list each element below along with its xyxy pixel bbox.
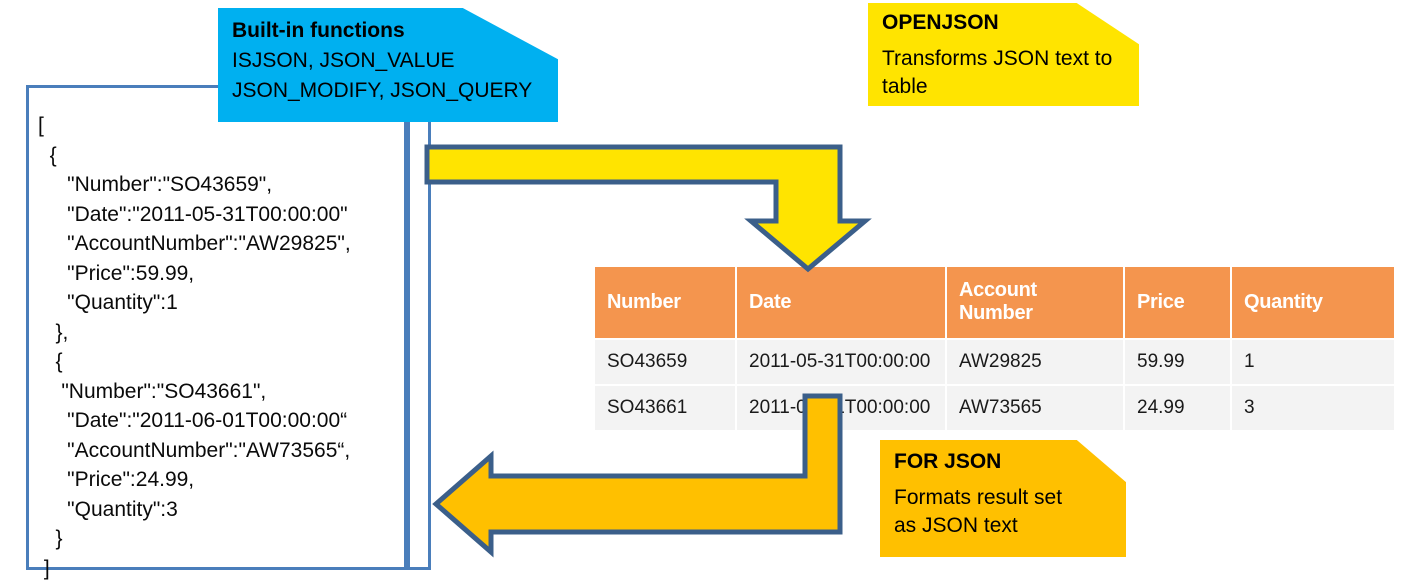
callout-openjson: OPENJSON Transforms JSON text to table	[868, 3, 1139, 106]
cell-date: 2011-05-31T00:00:00	[737, 340, 945, 384]
cell-number: SO43659	[595, 340, 735, 384]
callout-built-in-functions-body: ISJSON, JSON_VALUE JSON_MODIFY, JSON_QUE…	[232, 49, 533, 102]
column-header-price[interactable]: Price	[1125, 267, 1230, 338]
for-json-elbow-arrow-icon	[432, 393, 843, 558]
cell-number: SO43661	[595, 386, 735, 430]
cell-price: 24.99	[1125, 386, 1230, 430]
cell-account-number: AW73565	[947, 386, 1123, 430]
callout-for-json-body: Formats result set as JSON text	[894, 486, 1063, 537]
cell-quantity: 3	[1232, 386, 1394, 430]
callout-openjson-title: OPENJSON	[882, 11, 999, 34]
column-header-date[interactable]: Date	[737, 267, 945, 338]
result-table: Number Date Account Number Price Quantit…	[593, 265, 1396, 432]
table-row: SO43661 2011-06-01T00:00:00 AW73565 24.9…	[595, 386, 1394, 430]
column-header-number[interactable]: Number	[595, 267, 735, 338]
column-header-account-number[interactable]: Account Number	[947, 267, 1123, 338]
callout-for-json-title: FOR JSON	[894, 450, 1002, 473]
column-header-quantity[interactable]: Quantity	[1232, 267, 1394, 338]
json-source-text: [ { "Number":"SO43659", "Date":"2011-05-…	[38, 114, 351, 580]
builtin-functions-connector-line	[404, 100, 410, 570]
cell-account-number: AW29825	[947, 340, 1123, 384]
table-header-row: Number Date Account Number Price Quantit…	[595, 267, 1394, 338]
callout-openjson-body: Transforms JSON text to table	[882, 47, 1113, 98]
callout-for-json: FOR JSON Formats result set as JSON text	[880, 440, 1126, 557]
callout-built-in-functions-title: Built-in functions	[232, 19, 405, 42]
table-row: SO43659 2011-05-31T00:00:00 AW29825 59.9…	[595, 340, 1394, 384]
cell-quantity: 1	[1232, 340, 1394, 384]
cell-price: 59.99	[1125, 340, 1230, 384]
callout-built-in-functions: Built-in functions ISJSON, JSON_VALUE JS…	[218, 8, 558, 122]
json-source-box	[26, 85, 431, 570]
openjson-elbow-arrow-icon	[424, 144, 872, 273]
